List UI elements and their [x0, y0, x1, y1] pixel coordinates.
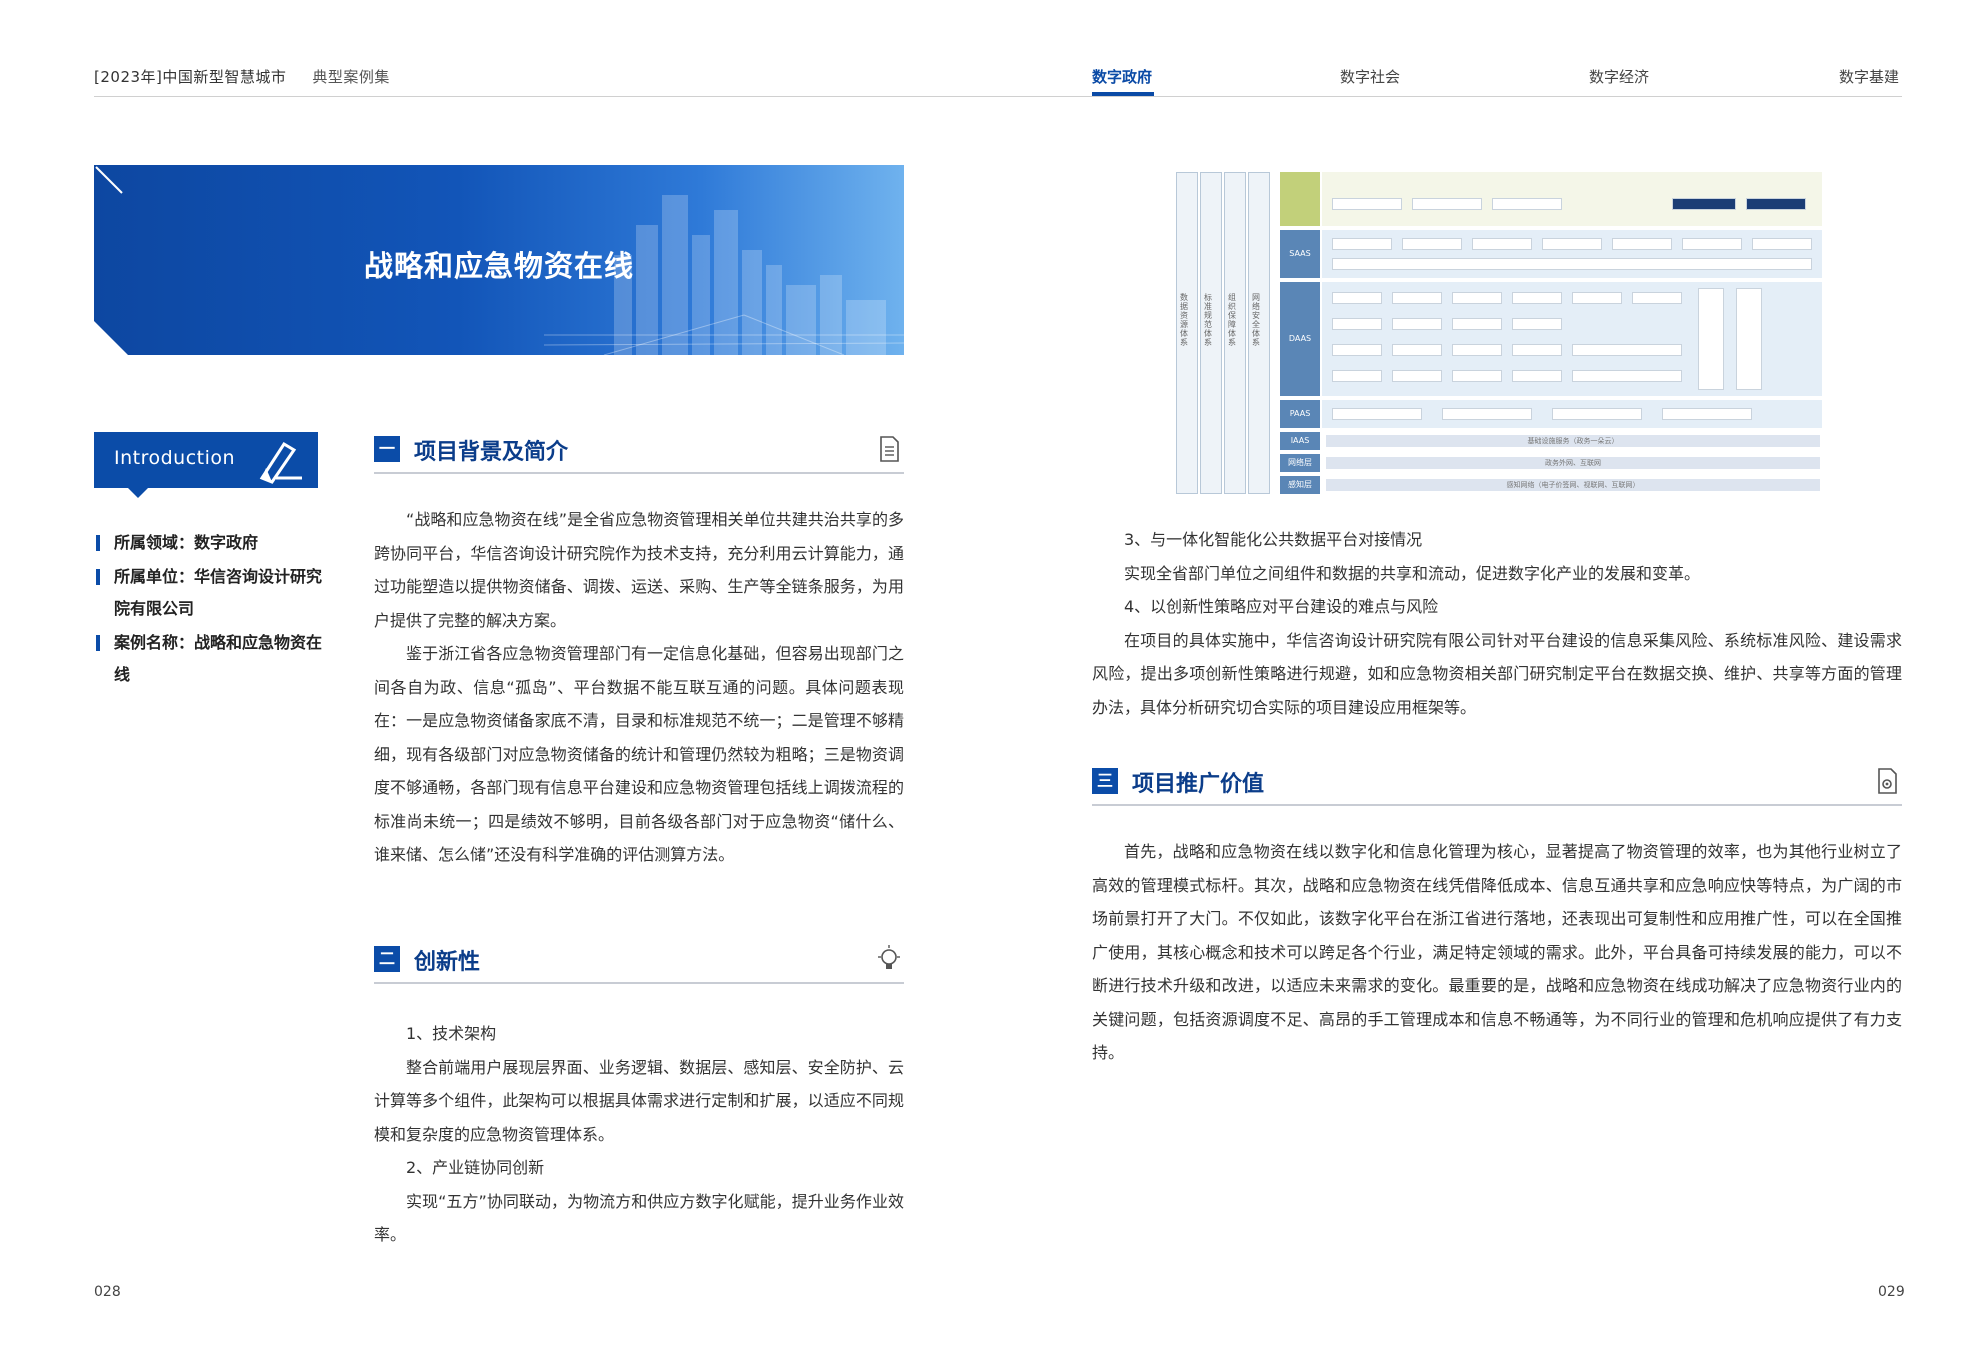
sensing-bar: 感知网络（电子价签网、视联网、互联网）	[1326, 479, 1820, 491]
section-number: 三	[1092, 768, 1118, 794]
section-promotion-header: 三 项目推广价值	[1092, 760, 1902, 806]
nav-digital-economy[interactable]: 数字经济	[1589, 68, 1650, 86]
city-skyline-graphic	[544, 165, 904, 355]
page-number-right: 029	[1878, 1284, 1905, 1300]
layer-saas-body	[1322, 230, 1822, 278]
section-number: 一	[374, 436, 400, 462]
case-banner: 战略和应急物资在线	[94, 165, 904, 355]
layer-network-label: 网络层	[1280, 454, 1320, 472]
paragraph: 在项目的具体实施中，华信咨询设计研究院有限公司针对平台建设的信息采集风险、系统标…	[1092, 630, 1902, 717]
paragraph: “战略和应急物资在线”是全省应急物资管理相关单位共建共治共享的多跨协同平台，华信…	[374, 510, 904, 630]
layer-sensing-label: 感知层	[1280, 476, 1320, 494]
network-bar: 政务外网、互联网	[1326, 457, 1820, 469]
nav-digital-government[interactable]: 数字政府	[1092, 68, 1153, 86]
diagram-side-column: 组织保障体系	[1224, 172, 1246, 494]
meta-field-domain: 所属领域：数字政府	[94, 527, 324, 559]
layer-iaas-label: IAAS	[1280, 432, 1320, 450]
section-number: 二	[374, 946, 400, 972]
section-promotion-body: 首先，战略和应急物资在线以数字化和信息化管理为核心，显著提高了物资管理的效率，也…	[1092, 835, 1902, 1070]
section-title: 创新性	[414, 950, 481, 975]
section-innovation-body-continued: 3、与一体化智能化公共数据平台对接情况 实现全省部门单位之间组件和数据的共享和流…	[1092, 523, 1902, 724]
layer-portal-label	[1280, 172, 1320, 226]
report-subtitle: 典型案例集	[312, 68, 390, 86]
architecture-diagram: 数据资源体系 标准规范体系 组织保障体系 网络安全体系 SAAS DAAS PA…	[1176, 172, 1822, 496]
section-innovation-header: 二 创新性	[374, 938, 904, 984]
meta-field-unit: 所属单位：华信咨询设计研究院有限公司	[94, 561, 324, 625]
paragraph: 首先，战略和应急物资在线以数字化和信息化管理为核心，显著提高了物资管理的效率，也…	[1092, 842, 1902, 1062]
banner-title: 战略和应急物资在线	[363, 249, 634, 283]
tag-pointer	[128, 488, 148, 498]
iaas-bar: 基础设施服务（政务一朵云）	[1326, 435, 1820, 447]
nav-digital-society[interactable]: 数字社会	[1340, 68, 1401, 86]
section-title: 项目背景及简介	[414, 440, 569, 465]
list-heading: 2、产业链协同创新	[406, 1158, 545, 1177]
report-header: [2023年]中国新型智慧城市 典型案例集	[94, 66, 390, 87]
diagram-side-column: 网络安全体系	[1248, 172, 1270, 494]
section-background-header: 一 项目背景及简介	[374, 428, 904, 474]
document-icon	[880, 436, 899, 462]
diagram-side-column: 数据资源体系	[1176, 172, 1198, 494]
header-divider	[94, 96, 1902, 97]
paragraph: 鉴于浙江省各应急物资管理部门有一定信息化基础，但容易出现部门之间各自为政、信息“…	[374, 644, 904, 864]
layer-paas-body	[1322, 400, 1822, 428]
lightbulb-icon	[878, 945, 900, 969]
nav-digital-infrastructure[interactable]: 数字基建	[1839, 68, 1900, 86]
layer-portal-body	[1322, 172, 1822, 226]
pen-icon	[259, 441, 302, 484]
section-title: 项目推广价值	[1132, 772, 1265, 797]
corner-slash-icon	[94, 165, 124, 195]
paragraph: 实现全省部门单位之间组件和数据的共享和流动，促进数字化产业的发展和变革。	[1124, 563, 1701, 583]
list-heading: 4、以创新性策略应对平台建设的难点与风险	[1124, 597, 1439, 616]
list-heading: 1、技术架构	[406, 1024, 497, 1043]
layer-daas-label: DAAS	[1280, 282, 1320, 396]
page-number-left: 028	[94, 1284, 121, 1300]
introduction-label: Introduction	[114, 447, 236, 469]
list-heading: 3、与一体化智能化公共数据平台对接情况	[1124, 530, 1423, 549]
meta-field-case-name: 案例名称：战略和应急物资在线	[94, 627, 324, 691]
introduction-tag: Introduction	[94, 432, 318, 498]
nav-active-indicator	[1092, 92, 1154, 96]
case-meta: 所属领域：数字政府 所属单位：华信咨询设计研究院有限公司 案例名称：战略和应急物…	[94, 527, 324, 693]
document-gear-icon	[1878, 768, 1897, 794]
layer-paas-label: PAAS	[1280, 400, 1320, 428]
layer-saas-label: SAAS	[1280, 230, 1320, 278]
report-title: [2023年]中国新型智慧城市	[94, 68, 287, 86]
diagram-side-column: 标准规范体系	[1200, 172, 1222, 494]
section-background-body: “战略和应急物资在线”是全省应急物资管理相关单位共建共治共享的多跨协同平台，华信…	[374, 503, 904, 872]
section-innovation-body: 1、技术架构 整合前端用户展现层界面、业务逻辑、数据层、感知层、安全防护、云计算…	[374, 1017, 904, 1252]
paragraph: 整合前端用户展现层界面、业务逻辑、数据层、感知层、安全防护、云计算等多个组件，此…	[374, 1057, 904, 1144]
paragraph: 实现“五方”协同联动，为物流方和供应方数字化赋能，提升业务作业效率。	[374, 1191, 904, 1245]
layer-daas-body	[1322, 282, 1822, 396]
section-nav: 数字政府 数字社会 数字经济 数字基建	[1092, 66, 1902, 96]
